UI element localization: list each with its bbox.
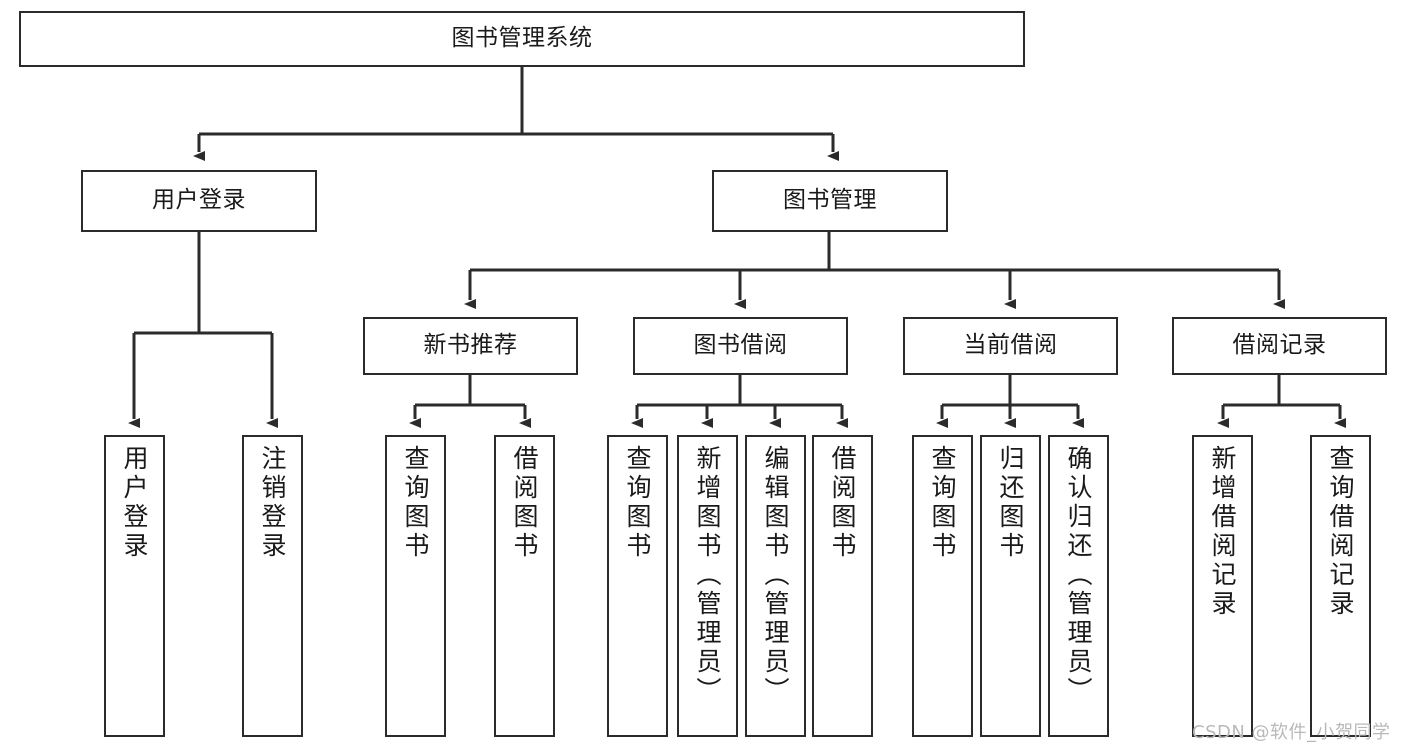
watermark-csdn: CSDN @软件_小贺同学 bbox=[1192, 722, 1391, 743]
node-leaf-query-book-3-label: 查询图书 bbox=[928, 445, 957, 561]
node-leaf-query-book-2[interactable]: 查询图书 bbox=[607, 435, 668, 737]
node-leaf-return-book-label: 归还图书 bbox=[996, 445, 1025, 561]
node-leaf-borrow-book-2-label: 借阅图书 bbox=[828, 445, 857, 561]
node-current-borrow[interactable]: 当前借阅 bbox=[903, 317, 1118, 375]
node-leaf-query-record-label: 查询借阅记录 bbox=[1326, 445, 1355, 619]
node-leaf-edit-book[interactable]: 编辑图书（管理员） bbox=[745, 435, 806, 737]
node-leaf-add-book-label: 新增图书（管理员） bbox=[693, 445, 722, 706]
node-leaf-query-book-3[interactable]: 查询图书 bbox=[912, 435, 973, 737]
node-leaf-query-book-1-label: 查询图书 bbox=[401, 445, 430, 561]
node-leaf-logout-login-label: 注销登录 bbox=[258, 445, 287, 561]
node-leaf-edit-book-label: 编辑图书（管理员） bbox=[761, 445, 790, 706]
node-leaf-borrow-book-1-label: 借阅图书 bbox=[510, 445, 539, 561]
node-book-borrow-label: 图书借阅 bbox=[693, 332, 788, 359]
node-leaf-query-book-1[interactable]: 查询图书 bbox=[385, 435, 446, 737]
node-book-borrow[interactable]: 图书借阅 bbox=[633, 317, 848, 375]
node-leaf-confirm-return-label: 确认归还（管理员） bbox=[1064, 445, 1093, 706]
node-new-book-recommend[interactable]: 新书推荐 bbox=[363, 317, 578, 375]
node-borrow-record-label: 借阅记录 bbox=[1232, 332, 1327, 359]
node-book-management[interactable]: 图书管理 bbox=[712, 170, 948, 232]
node-root-label: 图书管理系统 bbox=[451, 25, 593, 52]
node-leaf-add-record[interactable]: 新增借阅记录 bbox=[1192, 435, 1253, 737]
node-new-book-recommend-label: 新书推荐 bbox=[423, 332, 518, 359]
node-leaf-user-login[interactable]: 用户登录 bbox=[104, 435, 165, 737]
node-user-login[interactable]: 用户登录 bbox=[81, 170, 317, 232]
node-leaf-add-book[interactable]: 新增图书（管理员） bbox=[677, 435, 738, 737]
node-leaf-logout-login[interactable]: 注销登录 bbox=[242, 435, 303, 737]
node-leaf-confirm-return[interactable]: 确认归还（管理员） bbox=[1048, 435, 1109, 737]
node-leaf-borrow-book-1[interactable]: 借阅图书 bbox=[494, 435, 555, 737]
node-leaf-query-book-2-label: 查询图书 bbox=[623, 445, 652, 561]
node-leaf-query-record[interactable]: 查询借阅记录 bbox=[1310, 435, 1371, 737]
node-borrow-record[interactable]: 借阅记录 bbox=[1172, 317, 1387, 375]
node-leaf-return-book[interactable]: 归还图书 bbox=[980, 435, 1041, 737]
node-leaf-user-login-label: 用户登录 bbox=[120, 445, 149, 561]
node-current-borrow-label: 当前借阅 bbox=[963, 332, 1058, 359]
node-root[interactable]: 图书管理系统 bbox=[19, 11, 1025, 67]
node-leaf-add-record-label: 新增借阅记录 bbox=[1208, 445, 1237, 619]
node-book-management-label: 图书管理 bbox=[783, 187, 877, 214]
node-user-login-label: 用户登录 bbox=[152, 187, 246, 214]
node-leaf-borrow-book-2[interactable]: 借阅图书 bbox=[812, 435, 873, 737]
